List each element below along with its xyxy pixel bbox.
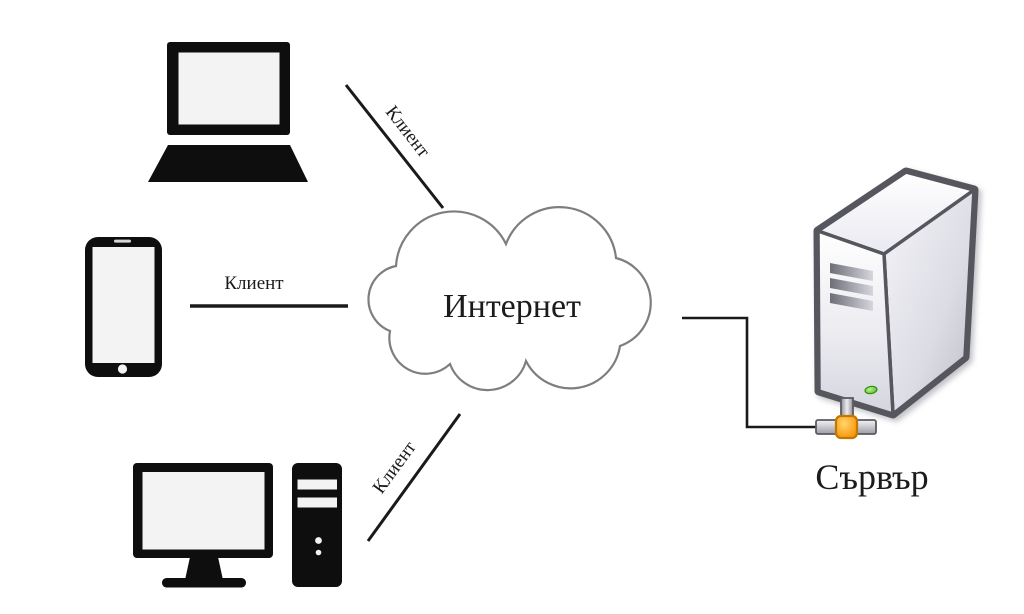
monitor-stand-neck (185, 557, 223, 580)
server-led-icon (864, 385, 878, 395)
monitor-stand-base (162, 578, 246, 588)
phone-connection-label: Клиент (224, 273, 284, 294)
smartphone-icon (85, 237, 162, 377)
desktop-cloud-line (366, 413, 462, 542)
server-icon (813, 167, 979, 419)
tower-button (315, 549, 322, 556)
cloud-server-line (682, 316, 817, 429)
server-network-connector (815, 397, 877, 440)
phone-home-button (117, 364, 128, 374)
tower-case (292, 463, 342, 587)
laptop-base (148, 145, 308, 182)
monitor-screen (142, 472, 265, 550)
connection-lines (190, 84, 817, 542)
cloud-shape (367, 206, 652, 392)
tower-drive-slot (297, 497, 337, 508)
tower-button (315, 537, 322, 544)
server-label: Сървър (815, 457, 929, 497)
laptop-cloud-line (344, 84, 445, 209)
internet-cloud-icon (367, 206, 652, 392)
phone-speaker (114, 239, 131, 243)
laptop-icon (148, 42, 308, 182)
connector-plug (834, 414, 859, 440)
phone-screen (92, 247, 155, 363)
server-vent (830, 263, 873, 281)
desktop-icon (133, 463, 342, 588)
cloud-label: Интернет (443, 288, 581, 325)
laptop-screen (178, 52, 280, 125)
server-vent (830, 278, 873, 296)
server-vent (830, 293, 873, 311)
server-front-face (816, 229, 895, 416)
tower-drive-slot (297, 479, 337, 490)
